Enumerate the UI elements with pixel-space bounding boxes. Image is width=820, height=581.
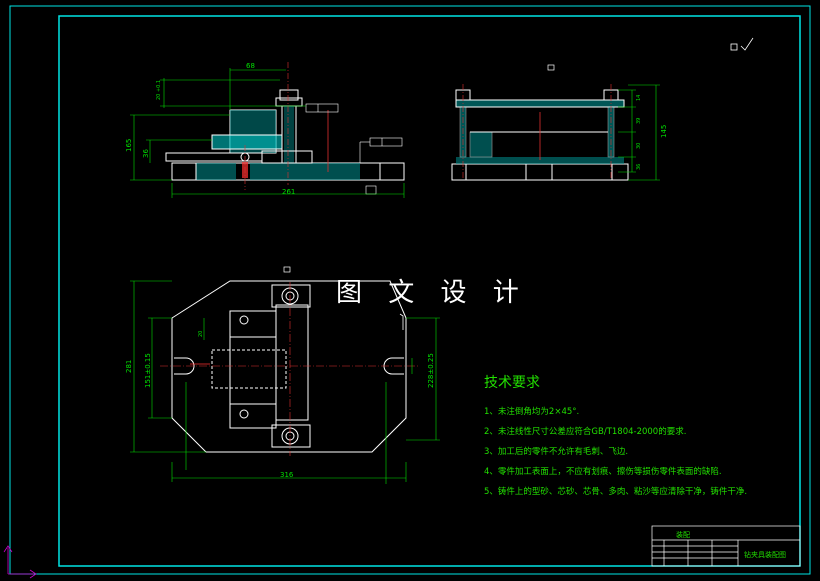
requirement-item: 1、未注倒角均为2×45°. bbox=[484, 407, 580, 417]
dim-30: 30 bbox=[636, 143, 642, 149]
top-view bbox=[130, 266, 440, 484]
dim-261: 261 bbox=[282, 188, 295, 196]
outer-frame bbox=[9, 5, 811, 575]
title-block bbox=[651, 525, 801, 567]
dim-39: 39 bbox=[636, 118, 642, 124]
roughness-symbol-icon bbox=[730, 37, 754, 51]
dim-14: 14 bbox=[636, 95, 642, 101]
front-view bbox=[130, 62, 405, 198]
technical-requirements-title: 技术要求 bbox=[484, 375, 540, 391]
ucs-axis-icon bbox=[3, 545, 37, 579]
requirement-item: 2、未注线性尺寸公差应符合GB/T1804-2000的要求. bbox=[484, 427, 687, 437]
requirement-item: 5、铸件上的型砂、芯砂、芯骨、多肉、粘沙等应清除干净，铸件干净. bbox=[484, 487, 748, 497]
dim-68: 68 bbox=[246, 62, 255, 70]
title-block-top-cell: 装配 bbox=[676, 531, 690, 539]
watermark-text: 图 文 设 计 bbox=[336, 278, 528, 308]
technical-requirements: 技术要求 1、未注倒角均为2×45°. 2、未注线性尺寸公差应符合GB/T180… bbox=[484, 372, 747, 502]
dim-36-side: 36 bbox=[636, 164, 642, 170]
dim-36: 36 bbox=[142, 149, 150, 158]
requirement-item: 3、加工后的零件不允许有毛刺、飞边. bbox=[484, 447, 629, 457]
dim-151: 151±0.15 bbox=[144, 353, 152, 388]
dim-20: 20 bbox=[198, 331, 204, 337]
top-base-outline bbox=[171, 280, 407, 453]
dim-281: 281 bbox=[125, 360, 133, 373]
side-view bbox=[451, 64, 660, 181]
dim-145: 145 bbox=[660, 125, 668, 138]
dim-316: 316 bbox=[280, 471, 294, 479]
inner-frame bbox=[58, 15, 801, 567]
title-block-drawing-name: 钻夹具装配图 bbox=[744, 551, 786, 559]
dim-165: 165 bbox=[125, 139, 133, 152]
dim-228: 228±0.25 bbox=[427, 353, 435, 388]
dim-20-tol: 20 +0.1 bbox=[156, 80, 162, 100]
requirement-item: 4、零件加工表面上，不应有划痕、擦伤等损伤零件表面的缺陷. bbox=[484, 467, 722, 477]
